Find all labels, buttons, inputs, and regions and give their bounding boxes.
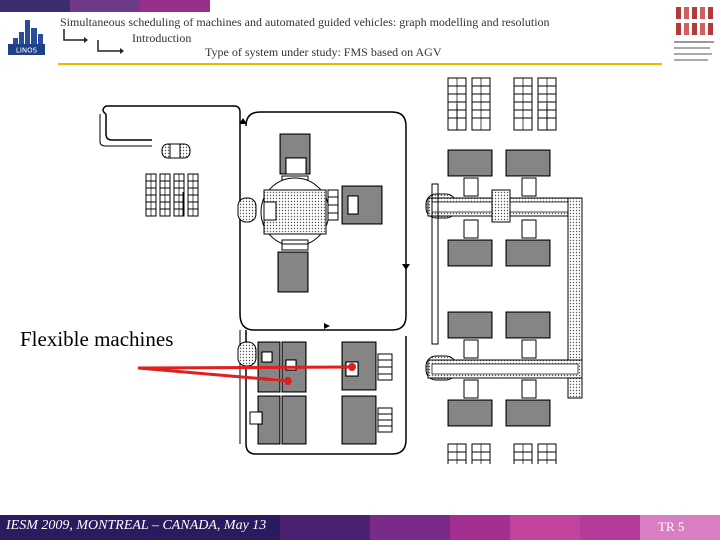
top-color-bar	[0, 0, 720, 12]
breadcrumb-arrow-icon	[63, 29, 88, 43]
flexible-machines-label: Flexible machines	[20, 327, 174, 351]
breadcrumb-arrow-icon	[97, 40, 124, 54]
header-divider	[58, 63, 662, 65]
svg-text:LINOS: LINOS	[16, 47, 38, 55]
breadcrumb-subsection: Type of system under study: FMS based on…	[205, 45, 442, 59]
management-logo	[674, 7, 714, 61]
linos-logo: LINOS	[5, 18, 48, 57]
fms-layout-diagram	[99, 77, 583, 464]
breadcrumb-section: Introduction	[132, 31, 192, 45]
footer-color-bar	[0, 515, 720, 540]
conference-footer: IESM 2009, MONTREAL – CANADA, May 13	[6, 518, 267, 533]
slide-title: Simultaneous scheduling of machines and …	[60, 15, 550, 29]
page-number: TR 5	[658, 519, 685, 534]
